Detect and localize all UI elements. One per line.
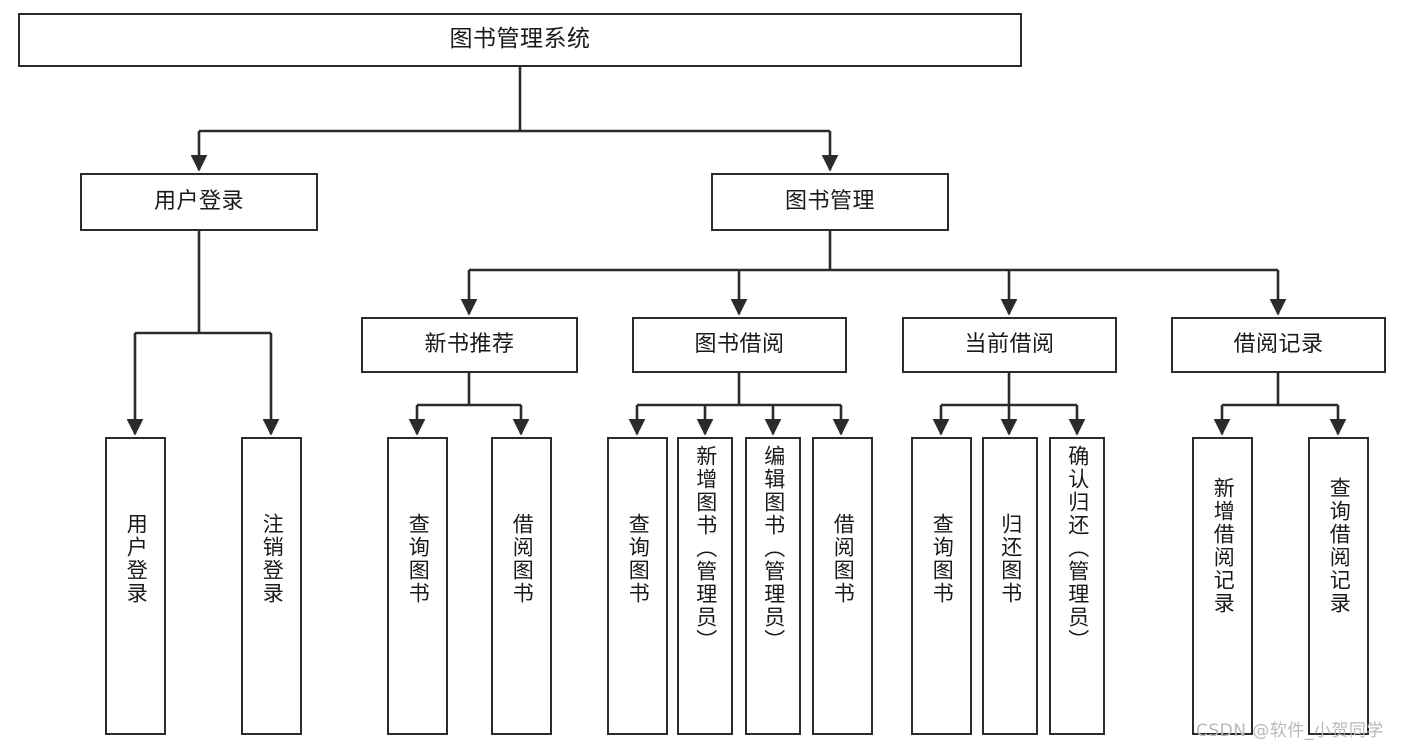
leaf-confirm-return-label: 确认归还（管理员）: [1065, 445, 1090, 652]
node-root-label: 图书管理系统: [449, 26, 591, 53]
node-borrow-record-label: 借阅记录: [1233, 332, 1324, 358]
leaf-query-record[interactable]: 查询借阅记录: [1308, 437, 1369, 735]
node-new-book-rec[interactable]: 新书推荐: [361, 317, 578, 373]
leaf-add-record[interactable]: 新增借阅记录: [1192, 437, 1253, 735]
leaf-add-book[interactable]: 新增图书（管理员）: [677, 437, 733, 735]
leaf-borrow-book-1[interactable]: 借阅图书: [491, 437, 552, 735]
leaf-user-login-label: 用户登录: [124, 513, 149, 605]
csdn-watermark: CSDN @软件_小贺同学: [1196, 721, 1384, 741]
node-user-login[interactable]: 用户登录: [80, 173, 318, 231]
leaf-query-book-1-label: 查询图书: [406, 513, 431, 605]
leaf-query-book-3-label: 查询图书: [930, 513, 955, 605]
leaf-user-login[interactable]: 用户登录: [105, 437, 166, 735]
leaf-return-book[interactable]: 归还图书: [982, 437, 1038, 735]
leaf-query-book-3[interactable]: 查询图书: [911, 437, 972, 735]
leaf-borrow-book-2[interactable]: 借阅图书: [812, 437, 873, 735]
leaf-borrow-book-2-label: 借阅图书: [831, 513, 856, 605]
leaf-edit-book[interactable]: 编辑图书（管理员）: [745, 437, 801, 735]
leaf-confirm-return[interactable]: 确认归还（管理员）: [1049, 437, 1105, 735]
leaf-query-book-2[interactable]: 查询图书: [607, 437, 668, 735]
node-current-borrow-label: 当前借阅: [964, 332, 1055, 358]
leaf-query-book-1[interactable]: 查询图书: [387, 437, 448, 735]
node-book-manage[interactable]: 图书管理: [711, 173, 949, 231]
node-new-book-rec-label: 新书推荐: [424, 332, 515, 358]
leaf-logout-label: 注销登录: [260, 513, 285, 605]
leaf-query-book-2-label: 查询图书: [626, 513, 651, 605]
leaf-query-record-label: 查询借阅记录: [1327, 477, 1352, 615]
node-book-borrow[interactable]: 图书借阅: [632, 317, 847, 373]
node-borrow-record[interactable]: 借阅记录: [1171, 317, 1386, 373]
leaf-add-book-label: 新增图书（管理员）: [693, 445, 718, 652]
leaf-return-book-label: 归还图书: [998, 513, 1023, 605]
node-root[interactable]: 图书管理系统: [18, 13, 1022, 67]
node-current-borrow[interactable]: 当前借阅: [902, 317, 1117, 373]
node-book-borrow-label: 图书借阅: [694, 332, 785, 358]
node-book-manage-label: 图书管理: [784, 189, 875, 215]
leaf-borrow-book-1-label: 借阅图书: [510, 513, 535, 605]
leaf-edit-book-label: 编辑图书（管理员）: [761, 445, 786, 652]
node-user-login-label: 用户登录: [153, 189, 244, 215]
leaf-logout[interactable]: 注销登录: [241, 437, 302, 735]
leaf-add-record-label: 新增借阅记录: [1211, 477, 1236, 615]
